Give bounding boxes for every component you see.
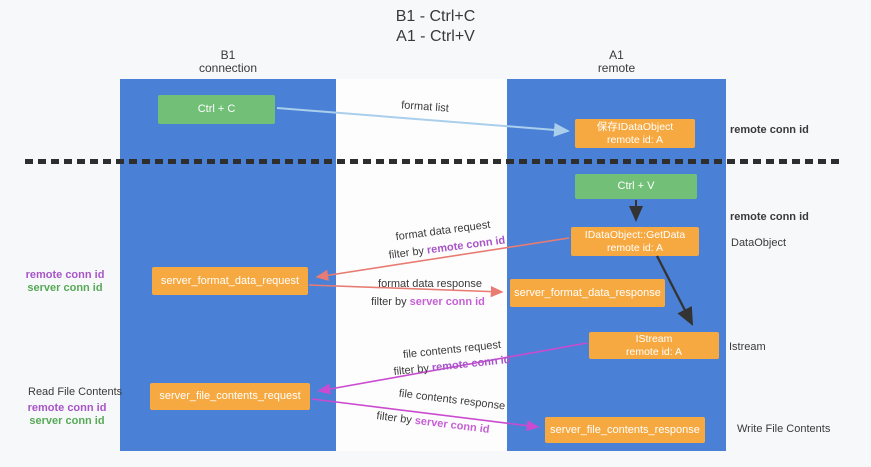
side-label-remote-conn-id-top: remote conn id bbox=[730, 124, 809, 136]
node-save-idataobject-line2: remote id: A bbox=[606, 133, 664, 146]
side-label-istream: Istream bbox=[729, 341, 766, 353]
node-format-response-label: server_format_data_response bbox=[514, 286, 661, 299]
node-getdata-line2: remote id: A bbox=[606, 241, 664, 254]
server-conn-id-text: server conn id bbox=[29, 415, 105, 427]
node-save-idataobject-line1: 保存IDataObject bbox=[596, 120, 674, 133]
edge-label-format-data-response: format data response bbox=[378, 278, 482, 290]
column-header-b1-name: B1 bbox=[220, 48, 236, 62]
column-header-a1-name: A1 bbox=[609, 48, 624, 62]
node-server-format-data-request: server_format_data_request bbox=[152, 267, 308, 295]
side-label-conn-ids-file: remote conn id server conn id bbox=[28, 402, 107, 428]
column-header-b1-role: connection bbox=[198, 61, 258, 75]
side-label-read-file-contents: Read File Contents bbox=[28, 386, 123, 398]
node-server-file-contents-request: server_file_contents_request bbox=[150, 383, 310, 410]
node-format-request-label: server_format_data_request bbox=[160, 274, 300, 287]
remote-conn-id-text: remote conn id bbox=[27, 402, 107, 414]
title-line-2: A1 - Ctrl+V bbox=[396, 28, 475, 45]
node-istream: IStream remote id: A bbox=[589, 332, 719, 359]
side-label-conn-ids-format: remote conn id server conn id bbox=[26, 269, 105, 295]
node-ctrl-v: Ctrl + V bbox=[575, 174, 697, 199]
dashed-separator bbox=[25, 159, 843, 164]
node-istream-line2: remote id: A bbox=[625, 345, 683, 358]
server-conn-id-text: server conn id bbox=[409, 296, 485, 308]
node-ctrl-c-label: Ctrl + C bbox=[197, 103, 236, 115]
side-label-write-file-contents: Write File Contents bbox=[737, 423, 831, 435]
server-conn-id-text: server conn id bbox=[27, 282, 103, 294]
node-save-idataobject: 保存IDataObject remote id: A bbox=[575, 119, 695, 148]
node-server-file-contents-response: server_file_contents_response bbox=[545, 417, 705, 443]
remote-conn-id-text: remote conn id bbox=[25, 269, 105, 281]
node-ctrl-v-label: Ctrl + V bbox=[617, 180, 655, 192]
side-label-remote-conn-id-mid: remote conn id bbox=[730, 211, 809, 223]
node-file-request-label: server_file_contents_request bbox=[159, 390, 301, 402]
node-idataobject-getdata: IDataObject::GetData remote id: A bbox=[571, 227, 699, 256]
side-label-dataobject: DataObject bbox=[731, 237, 787, 249]
column-header-b1: B1 connection bbox=[120, 49, 336, 75]
filter-by-text: filter by bbox=[371, 296, 407, 308]
title-line-1: B1 - Ctrl+C bbox=[395, 8, 476, 25]
node-ctrl-c: Ctrl + C bbox=[158, 95, 275, 124]
node-file-response-label: server_file_contents_response bbox=[550, 423, 700, 436]
column-header-a1-role: remote bbox=[597, 61, 636, 75]
diagram-title: B1 - Ctrl+C A1 - Ctrl+V bbox=[0, 7, 871, 47]
column-header-a1: A1 remote bbox=[507, 49, 726, 75]
node-server-format-data-response: server_format_data_response bbox=[510, 279, 665, 307]
node-getdata-line1: IDataObject::GetData bbox=[584, 228, 686, 241]
node-istream-line1: IStream bbox=[635, 332, 673, 345]
